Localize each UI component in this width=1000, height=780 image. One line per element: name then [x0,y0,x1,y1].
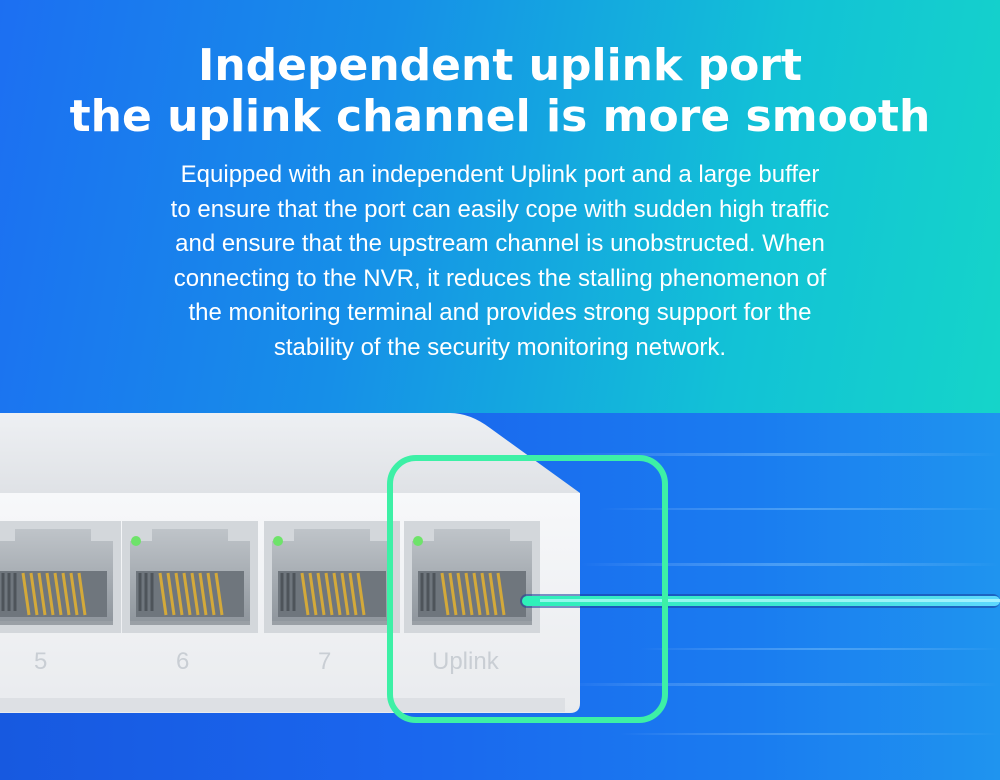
description-line: the monitoring terminal and provides str… [188,299,812,326]
ethernet-port [264,521,400,633]
uplink-highlight-frame [387,455,668,723]
network-switch [0,413,1000,723]
description-line: stability of the security monitoring net… [273,333,727,361]
ethernet-port [404,521,540,633]
description-line: and ensure that the upstream channel is … [175,230,825,257]
port-led-indicator [131,536,141,546]
header: Independent uplink port the uplink chann… [0,40,1000,365]
description: Equipped with an independent Uplink port… [80,158,920,365]
ethernet-port [0,521,121,633]
ethernet-port [122,521,258,633]
port-label-6: 6 [176,648,190,675]
light-streaks [560,453,1000,735]
description-line: connecting to the NVR, it reduces the st… [173,264,827,292]
description-line: Equipped with an independent Uplink port… [180,161,820,188]
port-led-indicator [413,536,423,546]
port-led-indicator [273,536,283,546]
title-line-2: the uplink channel is more smooth [69,91,931,142]
title-line-1: Independent uplink port [197,40,803,91]
port-label-5: 5 [34,648,48,675]
page-title: Independent uplink port the uplink chann… [0,40,1000,142]
description-line: to ensure that the port can easily cope … [170,195,830,223]
port-label-uplink: Uplink [432,648,499,675]
port-label-7: 7 [318,648,332,675]
